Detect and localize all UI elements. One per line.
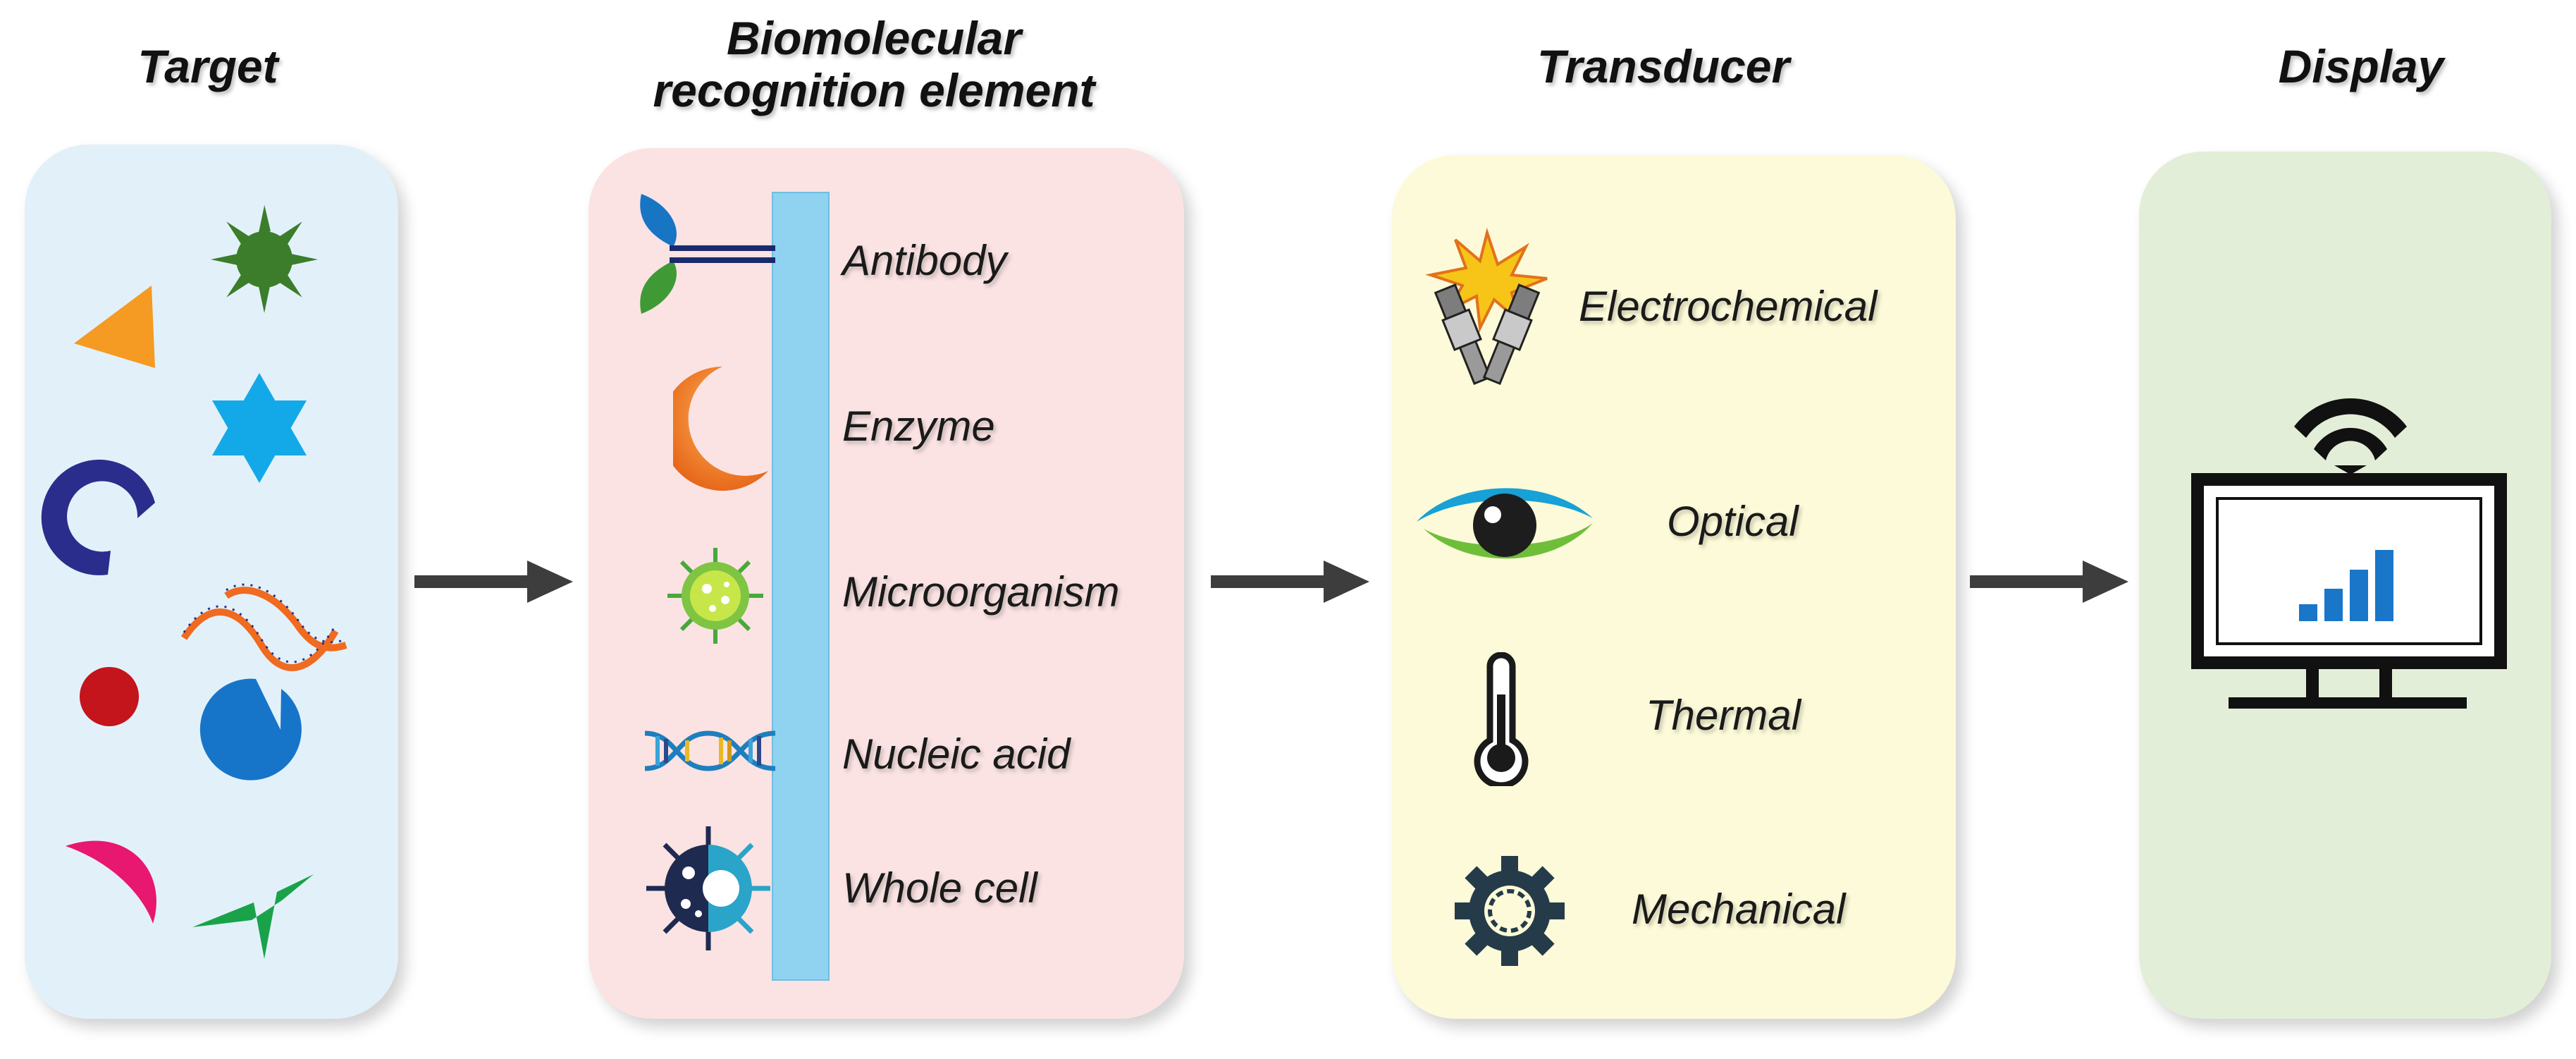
wifi-icon	[2294, 398, 2407, 475]
whole-cell-label: Whole cell	[842, 864, 1037, 912]
nucleic-acid-label: Nucleic acid	[842, 730, 1071, 778]
sensing-surface-strip	[772, 192, 830, 981]
microorganism-label: Microorganism	[842, 568, 1120, 616]
navy-arc-icon	[41, 459, 155, 575]
recognition-title: Biomolecular recognition element	[578, 12, 1170, 117]
electrodes-spark-icon	[1425, 227, 1548, 385]
transducer-title: Transducer	[1536, 40, 1790, 92]
antibody-label: Antibody	[842, 237, 1007, 284]
target-title: Target	[137, 40, 278, 92]
thermometer-icon	[1474, 652, 1529, 786]
mechanical-label: Mechanical	[1632, 886, 1846, 933]
display-title: Display	[2278, 40, 2444, 92]
recognition-title-line1: Biomolecular	[726, 12, 1022, 64]
green-star-icon	[192, 874, 314, 959]
arrow-transducer-to-display	[1970, 561, 2128, 603]
enzyme-label: Enzyme	[842, 403, 995, 450]
monitor-wifi-bar-chart-icon	[2191, 398, 2507, 709]
target-shapes	[41, 204, 347, 959]
arrow-recognition-to-transducer	[1211, 561, 1369, 603]
gear-icon	[1455, 856, 1565, 966]
thermal-label: Thermal	[1646, 692, 1801, 739]
bar-chart-icon	[2299, 550, 2393, 621]
green-sun-icon	[211, 204, 318, 313]
blue-pacman-icon	[199, 678, 302, 781]
arrow-target-to-recognition	[414, 561, 573, 603]
optical-label: Optical	[1667, 498, 1799, 545]
target-panel	[25, 145, 398, 1019]
whole-cell-icon	[646, 826, 770, 950]
dna-icon	[645, 730, 775, 771]
microorganism-icon	[667, 548, 763, 644]
blue-star-icon	[212, 373, 307, 483]
electrochemical-label: Electrochemical	[1579, 283, 1878, 330]
pink-crescent-icon	[66, 840, 156, 924]
orange-triangle-icon	[74, 286, 155, 368]
enzyme-icon	[673, 367, 768, 491]
red-dot-icon	[80, 667, 139, 726]
helix-strand-icon	[180, 583, 347, 671]
recognition-title-line2: recognition element	[653, 63, 1095, 116]
antibody-icon	[640, 194, 775, 314]
eye-icon	[1417, 488, 1593, 559]
